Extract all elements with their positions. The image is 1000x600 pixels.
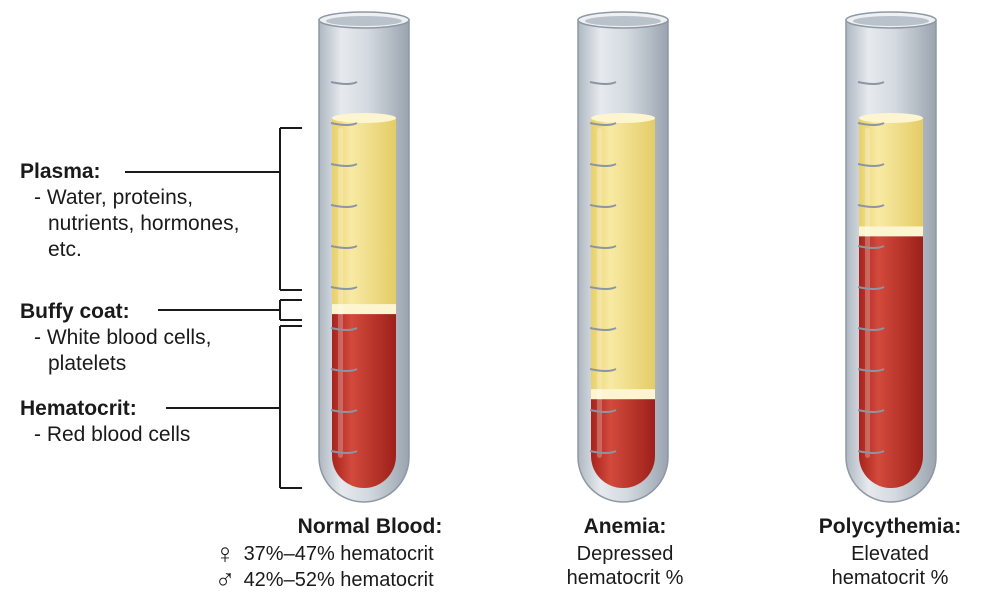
normal-red-cells [332,314,396,488]
polycythemia-desc-line1: Elevated [851,543,929,565]
anemia-desc-line2: hematocrit % [566,567,684,589]
anemia-highlight [597,128,602,458]
polycythemia-tick-7 [857,327,885,331]
polycythemia-desc-line2: hematocrit % [831,567,949,589]
polycythemia-tick-9 [857,409,885,413]
normal-tick-7 [330,327,358,331]
buffy-coat-desc-line1: - White blood cells, [34,326,212,349]
polycythemia-tube [845,11,937,503]
normal-plasma-surface [332,113,396,123]
anemia-plasma-surface [591,113,655,123]
plasma-desc-line1: - Water, proteins, [34,186,194,209]
anemia-plasma [591,118,655,400]
anemia-red-cells [591,399,655,488]
anemia-tick-4 [589,204,617,208]
hematocrit-desc-line1: - Red blood cells [34,423,191,446]
polycythemia-opening [853,16,929,26]
polycythemia-red-cells [859,236,923,488]
plasma-desc-line2: nutrients, hormones, [48,212,240,235]
polycythemia-buffy-coat [859,226,923,237]
normal-buffy-coat [332,304,396,315]
anemia-tick-1 [589,81,617,85]
anemia-tick-3 [589,163,617,167]
female-range: ♀ 37%–47% hematocrit [212,538,434,569]
anemia-tick-2 [589,122,617,126]
normal-blood-title: Normal Blood: [297,515,443,538]
normal-tick-8 [330,368,358,372]
male-range: ♂ 42%–52% hematocrit [212,564,434,595]
polycythemia-plasma-surface [859,113,923,123]
polycythemia-tick-2 [857,122,885,126]
anemia-tick-9 [589,409,617,413]
buffy-coat-label: Buffy coat: [20,300,130,323]
anemia-desc-line1: Depressed [576,543,674,565]
normal-tick-5 [330,245,358,249]
normal-tick-2 [330,122,358,126]
anemia-tick-7 [589,327,617,331]
normal-tube [318,11,410,503]
female-range-text: 37%–47% hematocrit [243,543,434,565]
polycythemia-title: Polycythemia: [818,515,962,538]
anemia-tick-5 [589,245,617,249]
anemia-tube [577,11,669,503]
polycythemia-tick-1 [857,81,885,85]
plasma-label: Plasma: [20,160,101,183]
normal-tick-6 [330,286,358,290]
normal-tick-4 [330,204,358,208]
normal-tick-3 [330,163,358,167]
anemia-tick-10 [589,450,617,454]
normal-highlight [338,128,343,458]
male-symbol-icon: ♂ [214,564,236,595]
polycythemia-tick-3 [857,163,885,167]
buffy-coat-desc-line2: platelets [48,352,127,375]
hematocrit-label: Hematocrit: [20,397,137,420]
anemia-buffy-coat [591,389,655,400]
plasma-desc-line3: etc. [48,238,82,261]
polycythemia-highlight [865,128,870,458]
anemia-tick-8 [589,368,617,372]
polycythemia-tick-10 [857,450,885,454]
normal-tick-9 [330,409,358,413]
normal-plasma [332,118,396,315]
anemia-title: Anemia: [583,515,667,538]
anemia-opening [585,16,661,26]
anemia-tick-6 [589,286,617,290]
polycythemia-tick-8 [857,368,885,372]
polycythemia-tick-4 [857,204,885,208]
normal-opening [326,16,402,26]
polycythemia-tick-5 [857,245,885,249]
normal-tick-1 [330,81,358,85]
polycythemia-tick-6 [857,286,885,290]
female-symbol-icon: ♀ [214,538,236,569]
normal-tick-10 [330,450,358,454]
male-range-text: 42%–52% hematocrit [243,569,434,591]
